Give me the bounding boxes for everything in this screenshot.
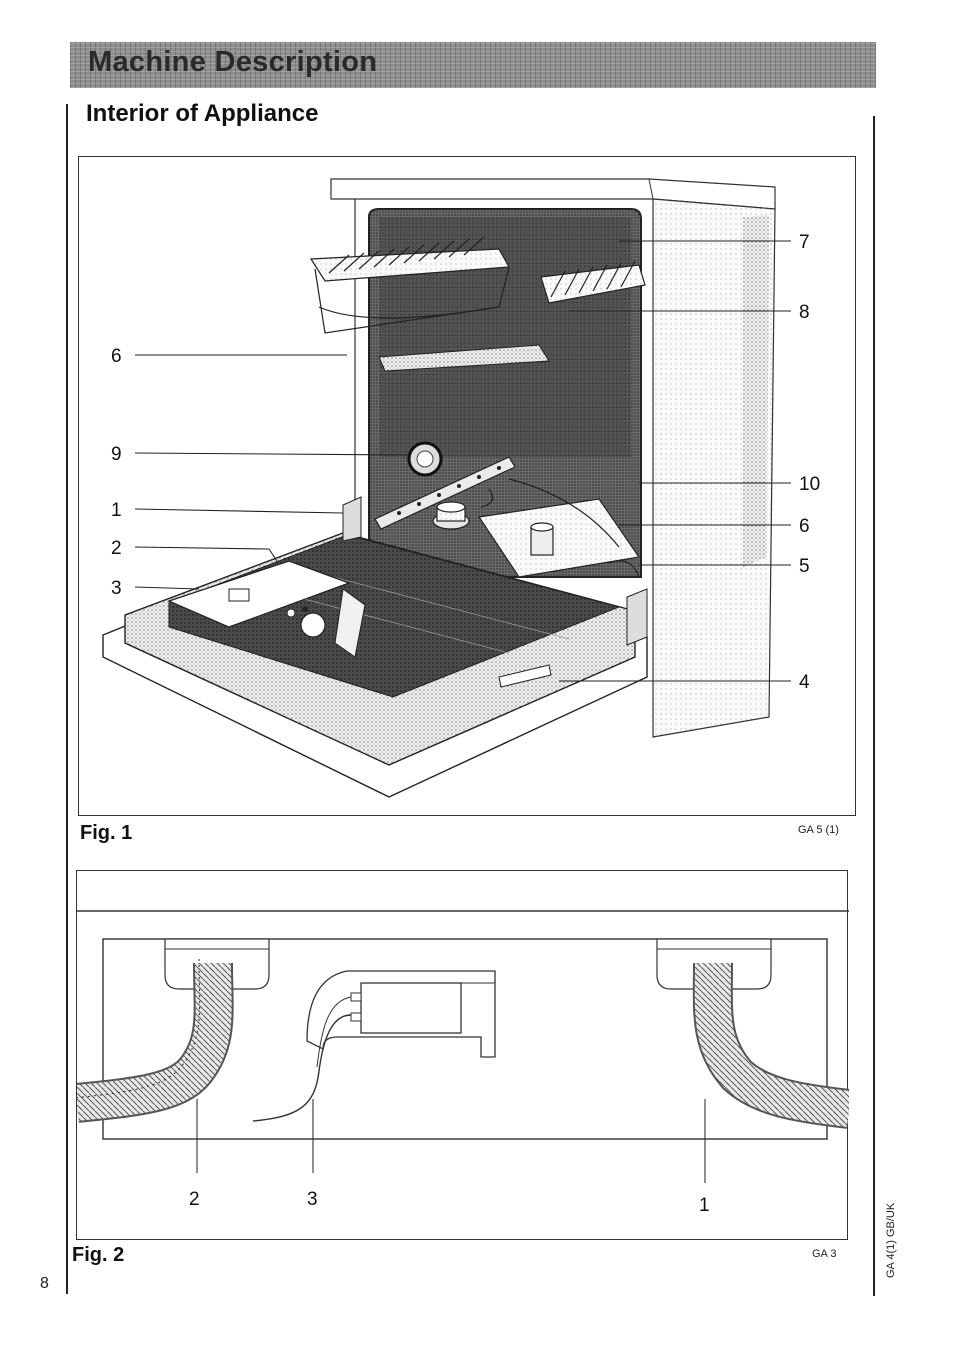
callout-label: 2 [189, 1189, 200, 1210]
callout-label: 3 [111, 578, 122, 599]
power-cable [252, 1014, 352, 1122]
cabinet-underside-frame [102, 938, 828, 1140]
callout-label: 4 [799, 672, 810, 693]
figure-1-frame: 6 9 1 2 3 7 8 10 6 5 4 [78, 156, 856, 816]
upper-spray-arm [378, 344, 550, 372]
figure-2-code: GA 3 [812, 1248, 837, 1260]
left-margin-rule [66, 104, 68, 1294]
figure-2-caption: Fig. 2 [72, 1244, 125, 1266]
callout-label: 10 [799, 474, 820, 495]
dispenser-panel [167, 560, 366, 658]
section-title: Machine Description [88, 46, 378, 78]
rinse-aid-indicator [407, 441, 443, 477]
callout-label: 8 [799, 302, 810, 323]
callout-label: 6 [799, 516, 810, 537]
callout-label: 6 [111, 346, 122, 367]
figure-2-frame: 2 3 1 [62, 870, 852, 1240]
page-number: 8 [40, 1275, 49, 1292]
figure-1-code: GA 5 (1) [798, 824, 839, 836]
figure-2-illustration: 2 3 1 [62, 910, 852, 1216]
callout-label: 7 [799, 232, 810, 253]
callout-lines-left [134, 354, 410, 590]
document-code: GA 4(1) GB/UK [885, 1202, 897, 1278]
callout-label: 3 [307, 1189, 318, 1210]
callout-lines-fig2 [196, 1099, 706, 1183]
figure-1-caption: Fig. 1 [80, 822, 133, 844]
right-margin-rule [873, 116, 875, 1296]
door-hinges [342, 496, 648, 646]
callout-label: 9 [111, 444, 122, 465]
callout-label: 2 [111, 538, 122, 559]
lower-spray-arm [374, 456, 516, 530]
callout-label: 1 [699, 1195, 710, 1216]
cabinet-side-panel [354, 198, 776, 738]
callout-label: 5 [799, 556, 810, 577]
page-subtitle: Interior of Appliance [86, 100, 319, 127]
power-cable-housing [306, 970, 496, 1058]
section-header-bar: Machine Description [70, 42, 876, 88]
figure-1-illustration: 6 9 1 2 3 7 8 10 6 5 4 [102, 178, 820, 798]
callout-lines-right [559, 240, 791, 682]
callout-label: 1 [111, 500, 122, 521]
upper-basket [309, 236, 646, 334]
door-handle [498, 664, 552, 688]
filter-assembly [432, 478, 641, 578]
